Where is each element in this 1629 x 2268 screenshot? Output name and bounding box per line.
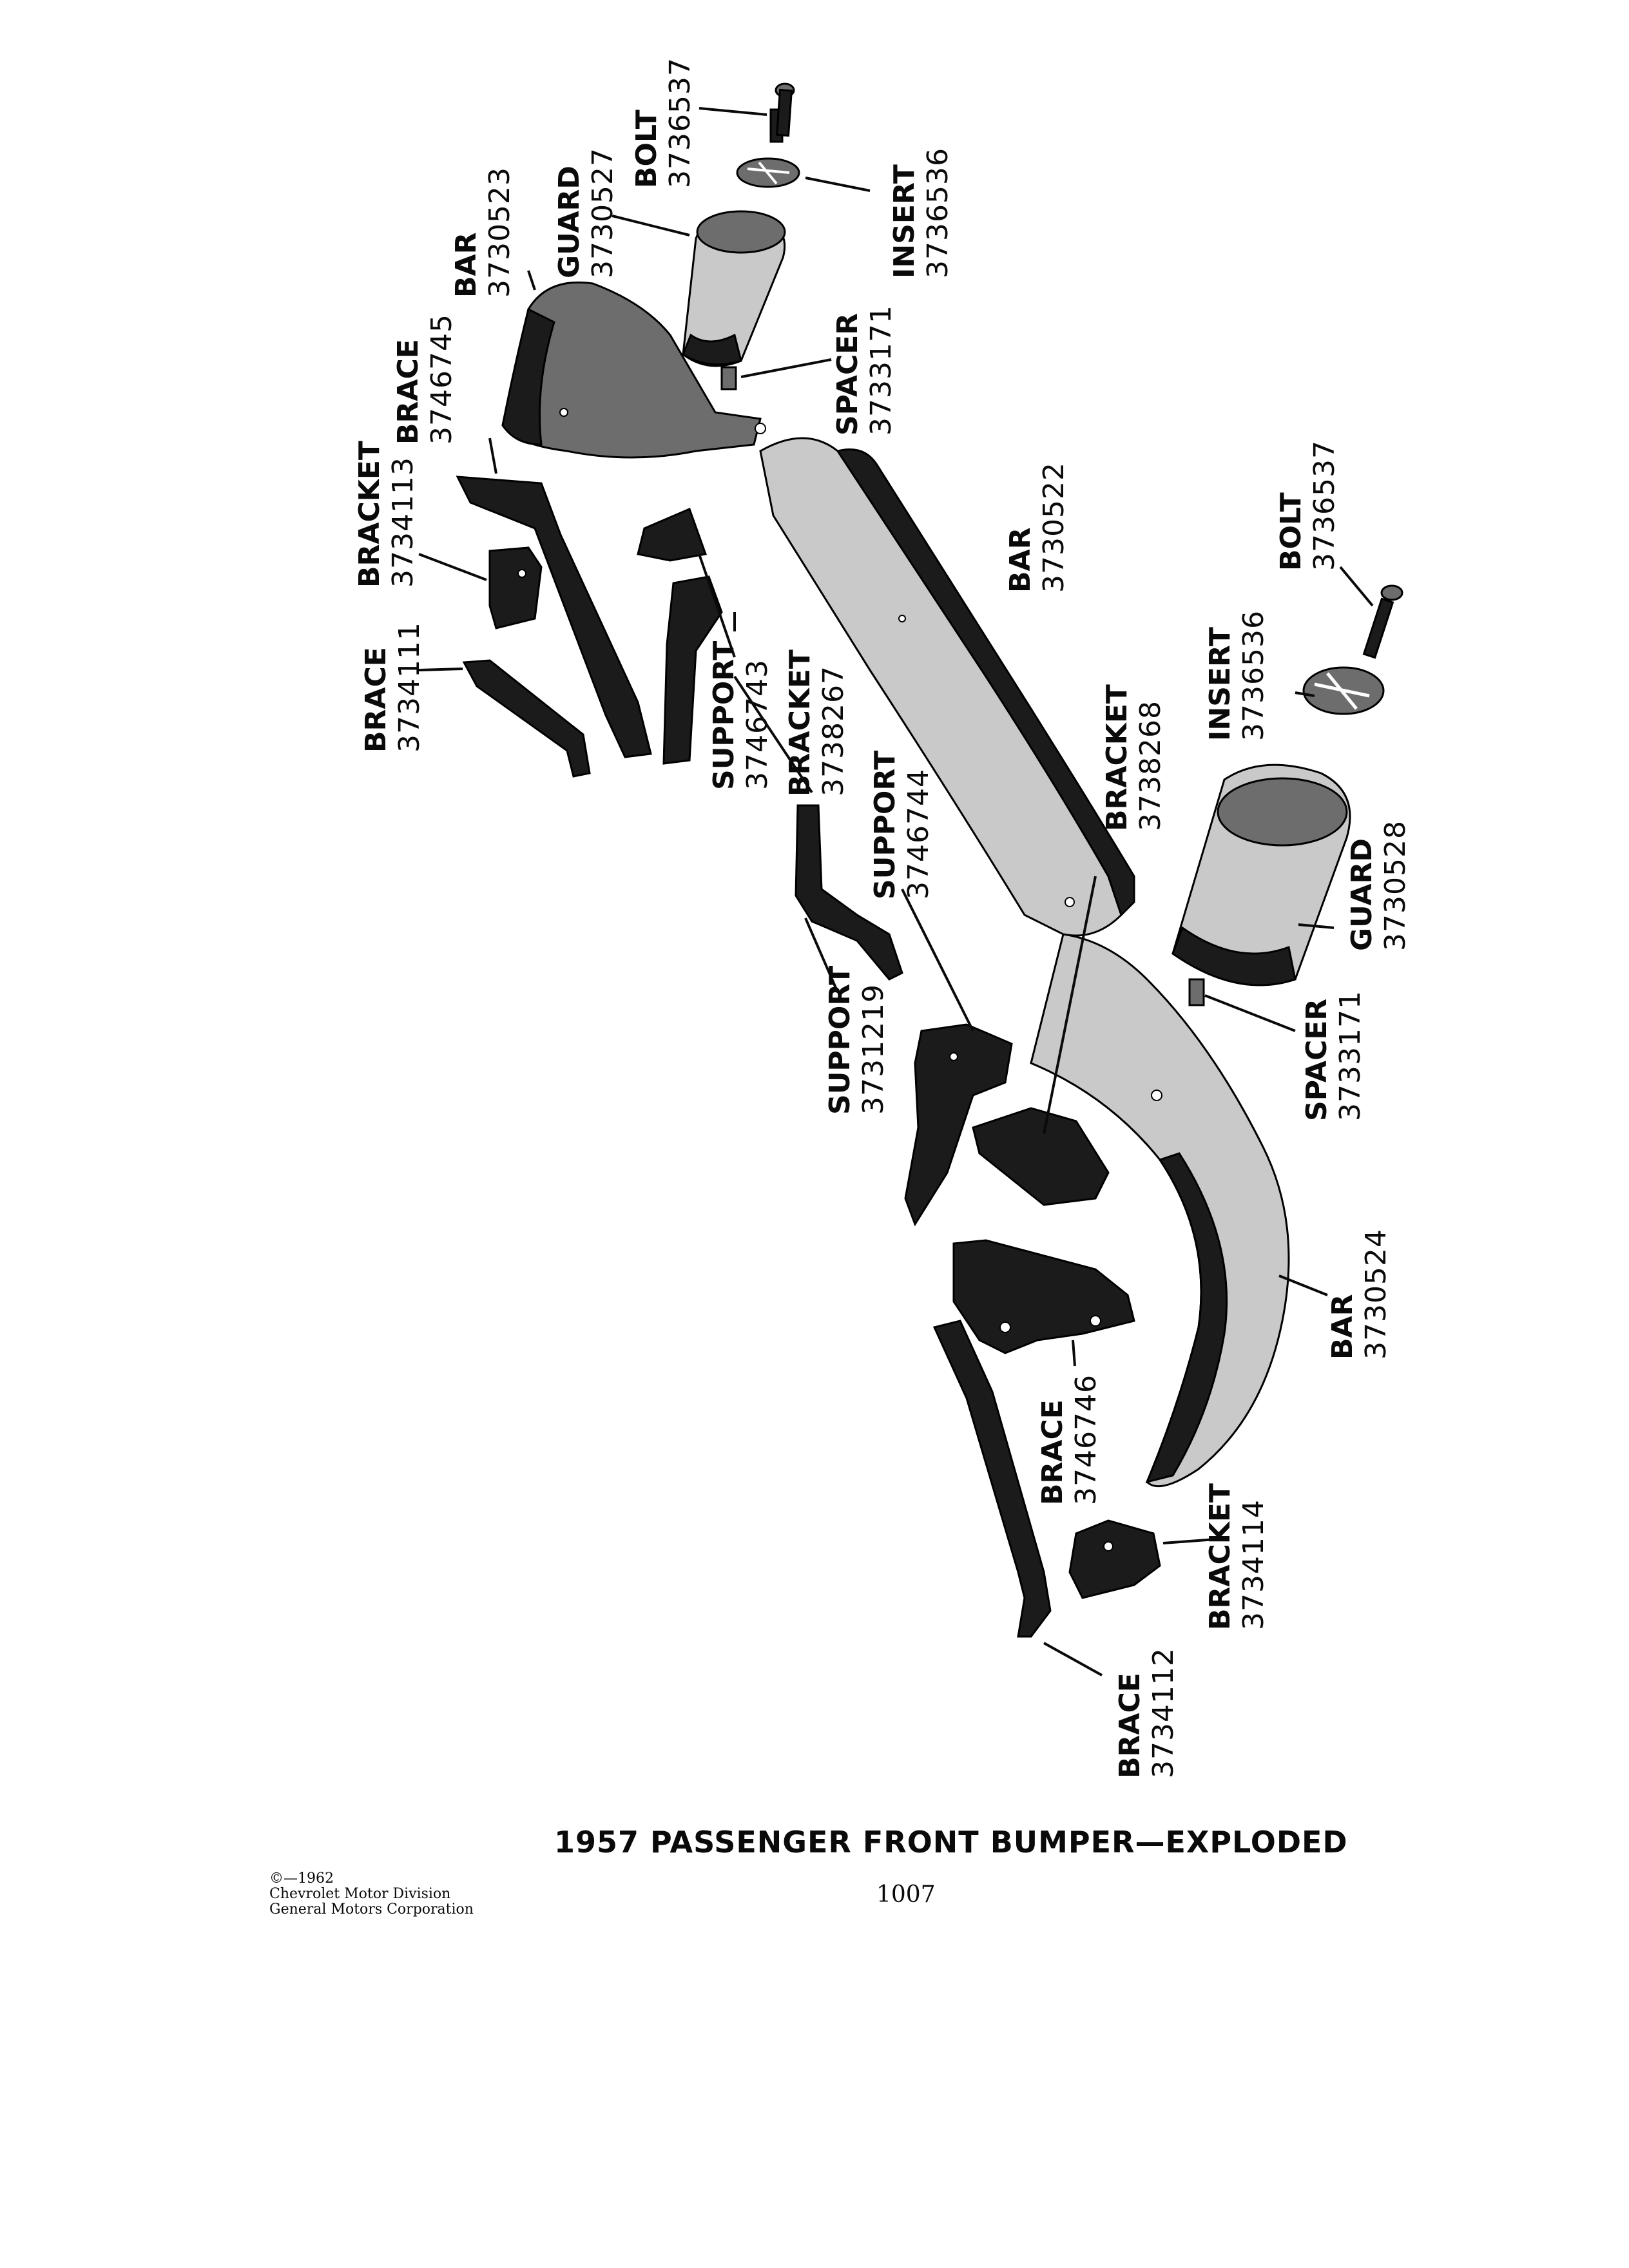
svg-text:3734114: 3734114 xyxy=(1237,1499,1270,1630)
svg-text:3730527: 3730527 xyxy=(586,148,619,278)
callout-spacer-right: SPACER 3733171 xyxy=(1300,990,1367,1121)
svg-text:GUARD: GUARD xyxy=(1345,838,1378,951)
svg-text:BRACE: BRACE xyxy=(1113,1673,1146,1778)
svg-text:INSERT: INSERT xyxy=(1204,627,1237,741)
svg-text:BRACKET: BRACKET xyxy=(784,649,816,796)
svg-text:3730523: 3730523 xyxy=(483,167,516,298)
page-number: 1007 xyxy=(876,1881,936,1908)
callout-brace-3746745: BRACE 3746745 xyxy=(392,314,458,445)
svg-text:SUPPORT: SUPPORT xyxy=(708,641,740,790)
svg-text:3733171: 3733171 xyxy=(1334,990,1367,1121)
top-end-bar-part xyxy=(501,281,766,459)
svg-text:BRACE: BRACE xyxy=(392,339,425,445)
callout-insert-right: INSERT 3736536 xyxy=(1204,610,1270,741)
svg-text:BRACKET: BRACKET xyxy=(1204,1483,1237,1630)
main-bar-3730522-part xyxy=(759,437,1135,937)
svg-text:3734113: 3734113 xyxy=(387,457,419,588)
svg-text:3738267: 3738267 xyxy=(817,666,850,796)
svg-text:3730524: 3730524 xyxy=(1360,1229,1393,1360)
svg-text:BOLT: BOLT xyxy=(630,110,663,188)
callout-support-3746743: SUPPORT 3746743 xyxy=(708,641,774,790)
callout-bar-top: BAR 3730523 xyxy=(450,167,516,298)
callout-spacer-top: SPACER 3733171 xyxy=(831,305,898,436)
svg-text:3734112: 3734112 xyxy=(1147,1648,1180,1778)
callout-brace-3746746: BRACE 3746746 xyxy=(1036,1374,1103,1505)
support-3731219-part xyxy=(795,804,903,981)
support-3746744-part xyxy=(904,1023,1013,1227)
callout-brace-3734111: BRACE 3734111 xyxy=(360,622,426,753)
svg-text:3730522: 3730522 xyxy=(1037,462,1070,593)
bracket-3734114-part xyxy=(1068,1519,1161,1599)
right-insert-part xyxy=(1302,666,1385,715)
diagram-title: 1957 PASSENGER FRONT BUMPER—EXPLODED xyxy=(554,1825,1348,1860)
svg-text:3734111: 3734111 xyxy=(393,622,426,753)
svg-text:3736536: 3736536 xyxy=(921,148,954,278)
right-bolt-part xyxy=(1362,584,1403,659)
svg-text:3733171: 3733171 xyxy=(865,305,898,436)
svg-text:3746743: 3746743 xyxy=(741,659,774,790)
support-3746743-part xyxy=(662,575,723,765)
guard-3730528-part xyxy=(1171,764,1351,986)
brace-3734112-part xyxy=(932,1320,1052,1638)
svg-text:3736536: 3736536 xyxy=(1237,610,1270,741)
copyright-line: General Motors Corporation xyxy=(269,1901,474,1917)
svg-text:3746744: 3746744 xyxy=(902,769,935,899)
svg-text:BRACKET: BRACKET xyxy=(1101,684,1133,831)
svg-text:BRACKET: BRACKET xyxy=(353,441,386,588)
callout-bracket-3734114: BRACKET 3734114 xyxy=(1204,1483,1270,1630)
bracket-3734113-part xyxy=(488,546,543,629)
svg-text:SUPPORT: SUPPORT xyxy=(824,966,856,1115)
brace-3746746-part xyxy=(952,1239,1135,1354)
svg-text:SPACER: SPACER xyxy=(1300,999,1333,1121)
svg-text:BOLT: BOLT xyxy=(1275,492,1307,571)
callout-bar-3730524: BAR 3730524 xyxy=(1326,1229,1393,1360)
copyright-line: ©—1962 xyxy=(269,1870,334,1887)
brace-3734111-part xyxy=(462,659,591,778)
svg-text:SUPPORT: SUPPORT xyxy=(869,751,901,899)
top-bolt-part xyxy=(769,82,795,143)
end-bar-3730524-part xyxy=(1030,933,1290,1488)
right-spacer-part xyxy=(1188,978,1205,1006)
callout-bracket-3738268: BRACKET 3738268 xyxy=(1101,684,1167,831)
bracket-3738268-part xyxy=(972,1107,1110,1206)
callout-insert-top: INSERT 3736536 xyxy=(888,148,954,278)
top-spacer-part xyxy=(720,366,737,390)
callout-bolt-top: BOLT 3736537 xyxy=(630,57,697,188)
svg-text:GUARD: GUARD xyxy=(553,166,586,278)
svg-text:3731219: 3731219 xyxy=(857,984,890,1115)
svg-text:3746745: 3746745 xyxy=(425,314,458,445)
brace-3746745-part xyxy=(456,476,652,758)
callout-support-3731219: SUPPORT 3731219 xyxy=(824,966,890,1115)
svg-text:BAR: BAR xyxy=(450,233,483,298)
callout-bolt-right: BOLT 3736537 xyxy=(1275,440,1341,571)
callout-bracket-3734113: BRACKET 3734113 xyxy=(353,441,419,588)
svg-text:3736537: 3736537 xyxy=(664,57,697,188)
copyright-block: ©—1962 Chevrolet Motor Division General … xyxy=(269,1871,474,1917)
callout-guard-3730528: GUARD 3730528 xyxy=(1345,820,1412,951)
svg-text:BRACE: BRACE xyxy=(360,647,392,753)
callout-brace-3734112: BRACE 3734112 xyxy=(1113,1648,1180,1778)
callout-bar-3730522: BAR 3730522 xyxy=(1004,462,1070,593)
svg-text:INSERT: INSERT xyxy=(888,164,921,278)
svg-text:BAR: BAR xyxy=(1326,1294,1359,1360)
svg-text:3736537: 3736537 xyxy=(1308,440,1341,571)
svg-text:BRACE: BRACE xyxy=(1036,1399,1069,1505)
svg-text:3746746: 3746746 xyxy=(1070,1374,1103,1505)
copyright-line: Chevrolet Motor Division xyxy=(269,1886,451,1902)
top-insert-part xyxy=(736,157,800,188)
bracket-3738267-part xyxy=(637,507,708,562)
callout-bracket-3738267: BRACKET 3738267 xyxy=(784,649,850,796)
svg-text:3730528: 3730528 xyxy=(1379,820,1412,951)
callout-guard-top: GUARD 3730527 xyxy=(553,148,619,278)
callout-support-3746744: SUPPORT 3746744 xyxy=(869,751,935,899)
leader-lines xyxy=(418,107,1374,1677)
svg-text:3738268: 3738268 xyxy=(1134,700,1167,831)
svg-text:BAR: BAR xyxy=(1004,528,1037,593)
top-guard-part xyxy=(682,210,786,367)
svg-text:SPACER: SPACER xyxy=(831,313,864,436)
